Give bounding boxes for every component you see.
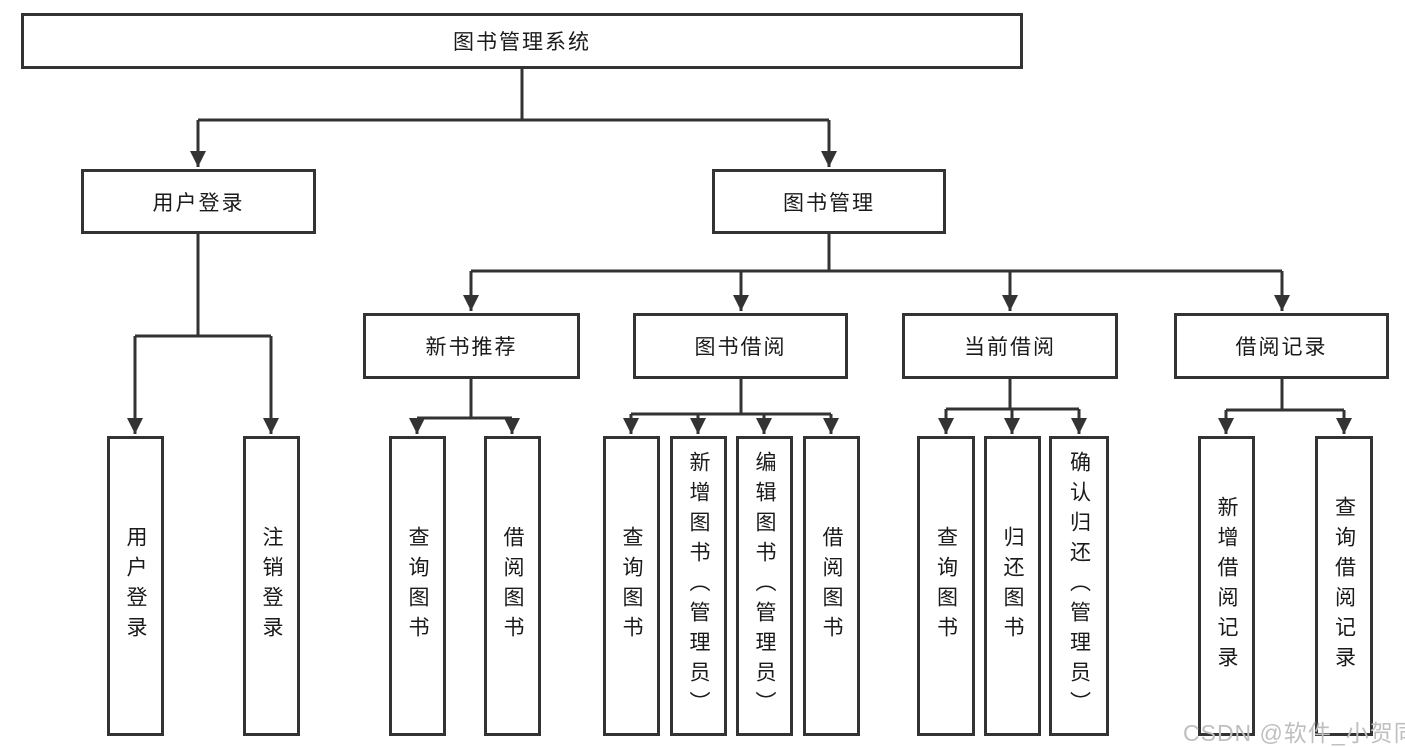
node-label: 确认归还（管理员） xyxy=(1067,451,1091,721)
leaf-borrow-book-recommend: 借阅图书 xyxy=(484,436,541,736)
node-label: 新书推荐 xyxy=(425,336,518,359)
leaf-edit-book-admin: 编辑图书（管理员） xyxy=(736,436,793,736)
node-label: 借阅图书 xyxy=(501,526,524,646)
leaf-return-book: 归还图书 xyxy=(984,436,1041,736)
watermark: CSDN @软件_小贺同学 xyxy=(1183,720,1405,746)
leaf-add-book-admin: 新增图书（管理员） xyxy=(670,436,727,736)
node-book-management: 图书管理 xyxy=(712,169,946,234)
leaf-query-book-current: 查询图书 xyxy=(917,436,975,736)
node-label: 查询图书 xyxy=(934,526,958,646)
node-label: 查询图书 xyxy=(406,526,429,646)
node-label: 归还图书 xyxy=(1001,526,1024,646)
node-label: 当前借阅 xyxy=(964,336,1056,359)
node-label: 查询借阅记录 xyxy=(1332,496,1356,676)
node-label: 借阅图书 xyxy=(820,526,843,646)
node-label: 新增借阅记录 xyxy=(1215,496,1238,676)
node-borrow-record: 借阅记录 xyxy=(1174,313,1389,379)
node-label: 借阅记录 xyxy=(1235,336,1328,359)
node-user-login: 用户登录 xyxy=(81,169,316,234)
leaf-query-book-recommend: 查询图书 xyxy=(389,436,446,736)
leaf-logout: 注销登录 xyxy=(243,436,300,736)
node-new-book-recommend: 新书推荐 xyxy=(363,313,580,379)
leaf-query-book-borrow: 查询图书 xyxy=(603,436,660,736)
node-current-borrow: 当前借阅 xyxy=(902,313,1118,379)
leaf-confirm-return-admin: 确认归还（管理员） xyxy=(1049,436,1109,736)
node-label: 用户登录 xyxy=(124,526,147,646)
leaf-borrow-book: 借阅图书 xyxy=(803,436,860,736)
node-book-borrow: 图书借阅 xyxy=(633,313,848,379)
leaf-user-login: 用户登录 xyxy=(107,436,164,736)
node-label: 图书管理系统 xyxy=(453,31,591,54)
node-label: 注销登录 xyxy=(260,526,283,646)
leaf-add-borrow-record: 新增借阅记录 xyxy=(1198,436,1255,736)
node-root: 图书管理系统 xyxy=(21,13,1023,69)
node-label: 图书借阅 xyxy=(694,336,787,359)
node-label: 图书管理 xyxy=(783,191,875,215)
node-label: 用户登录 xyxy=(152,191,245,215)
node-label: 新增图书（管理员） xyxy=(687,451,710,721)
leaf-query-borrow-record: 查询借阅记录 xyxy=(1315,436,1373,736)
node-label: 查询图书 xyxy=(620,526,643,646)
node-label: 编辑图书（管理员） xyxy=(753,451,776,721)
